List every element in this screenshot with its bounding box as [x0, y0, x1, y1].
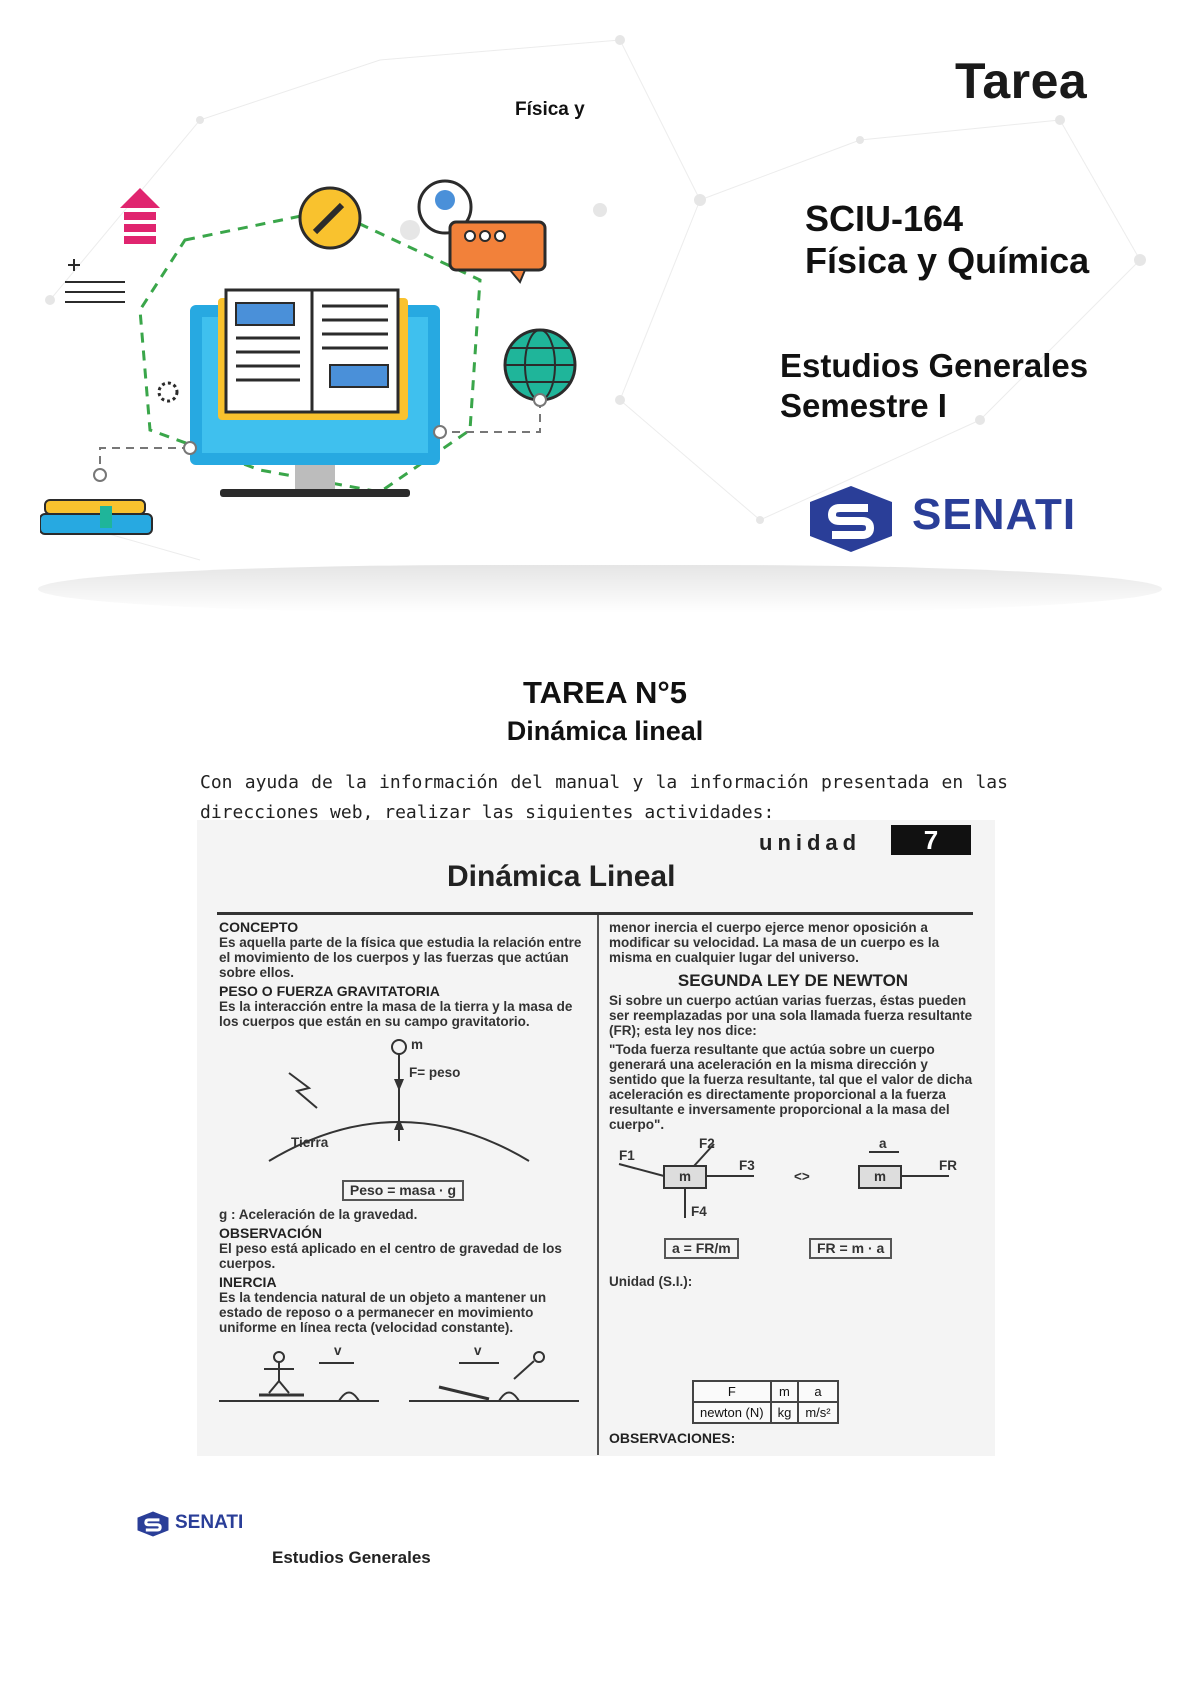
inertia-continued-text: menor inercia el cuerpo ejerce menor opo…: [609, 920, 940, 965]
equivalence-symbol: <>: [794, 1169, 810, 1184]
senati-logo-icon: [810, 486, 892, 552]
gravity-definition: g : Aceleración de la gravedad.: [219, 1207, 418, 1222]
weight-heading: PESO O FUERZA GRAVITATORIA: [219, 983, 440, 999]
gear-icon: [157, 381, 179, 403]
units-value-a: m/s²: [797, 1401, 839, 1424]
header-shadow: [38, 565, 1162, 613]
dashed-hexagon-path: [138, 208, 482, 494]
course-code: SCIU-164: [805, 198, 964, 239]
scan-right-column: menor inercia el cuerpo ejerce menor opo…: [609, 920, 977, 1293]
background-network-pattern: [45, 35, 1146, 561]
task-title: TAREA N°5: [523, 675, 687, 710]
footer-program: Estudios Generales: [272, 1548, 431, 1567]
semester-label: Semestre I: [780, 387, 947, 424]
inertia-text: Es la tendencia natural de un objeto a m…: [219, 1290, 547, 1335]
force-formula: FR = m · a: [809, 1238, 893, 1259]
force-f2-label: F2: [699, 1136, 715, 1151]
si-units-table: F m a newton (N) kg m/s²: [692, 1380, 839, 1424]
inertia-skateboard-diagram: v v: [219, 1339, 587, 1409]
senati-logo-text: SENATI: [912, 490, 1077, 539]
pencil-icon: [298, 186, 362, 250]
resultant-force-label: FR: [939, 1158, 957, 1173]
textbook-scan: unidad 7 Dinámica Lineal CONCEPTO Es aqu…: [197, 820, 995, 1456]
observations-heading: OBSERVACIONES:: [609, 1430, 736, 1446]
program-info: Estudios Generales Semestre I: [780, 346, 1088, 426]
user-chat-icon: [417, 179, 547, 284]
upload-arrow-icon: [120, 188, 160, 244]
units-header-a: a: [797, 1380, 839, 1403]
concept-text: Es aquella parte de la física que estudi…: [219, 935, 582, 980]
course-name: Física y Química: [805, 240, 1090, 281]
scan-column-divider: [597, 915, 599, 1455]
units-value-f: newton (N): [692, 1401, 772, 1424]
force-f3-label: F3: [739, 1158, 755, 1173]
units-value-m: kg: [769, 1401, 800, 1424]
velocity-label-2: v: [474, 1343, 482, 1358]
earth-weight-diagram: m F= peso Tierra: [219, 1033, 587, 1178]
footer-senati-logo-text: SENATI: [175, 1512, 244, 1533]
weight-formula: Peso = masa · g: [341, 1180, 465, 1201]
newton-law-quote: "Toda fuerza resultante que actúa sobre …: [609, 1042, 973, 1132]
newton-law-text: Si sobre un cuerpo actúan varias fuerzas…: [609, 993, 973, 1038]
units-header-m: m: [769, 1380, 800, 1403]
weight-force-label: F= peso: [409, 1065, 461, 1080]
footer-senati-logo-icon: [137, 1511, 169, 1537]
scan-title: Dinámica Lineal: [447, 860, 676, 893]
force-f1-label: F1: [619, 1148, 635, 1163]
document-type-title: Tarea: [955, 53, 1088, 109]
scan-left-column: CONCEPTO Es aquella parte de la física q…: [219, 920, 587, 1409]
force-diagram: F1 F2 F3 F4 m <> m a FR: [609, 1136, 977, 1226]
earth-label: Tierra: [291, 1135, 329, 1150]
mass-block-label-2: m: [874, 1169, 887, 1184]
force-f4-label: F4: [691, 1204, 707, 1219]
scan-title-rule: [217, 912, 973, 915]
mass-block-label-1: m: [679, 1169, 692, 1184]
observation-text: El peso está aplicado en el centro de gr…: [219, 1241, 562, 1271]
unit-number: 7: [891, 825, 971, 855]
mass-label: m: [411, 1037, 424, 1052]
acceleration-label: a: [879, 1136, 887, 1151]
velocity-label-1: v: [334, 1343, 342, 1358]
education-illustration: [40, 179, 577, 535]
inertia-heading: INERCIA: [219, 1274, 277, 1290]
books-icon: [40, 499, 153, 535]
task-instructions: Con ayuda de la información del manual y…: [200, 772, 1008, 823]
si-units-label: Unidad (S.I.):: [609, 1274, 693, 1289]
acceleration-formula: a = FR/m: [664, 1238, 739, 1259]
globe-icon: [503, 328, 577, 402]
weight-text: Es la interacción entre la masa de la ti…: [219, 999, 573, 1029]
observation-heading: OBSERVACIÓN: [219, 1225, 322, 1241]
program-name: Estudios Generales: [780, 347, 1089, 384]
open-book-icon: [218, 288, 408, 420]
newton-formulas: a = FR/m FR = m · a: [609, 1234, 977, 1274]
connector-lines: [99, 400, 541, 475]
unit-label: unidad: [759, 830, 862, 855]
course-info: SCIU-164 Física y Química: [805, 198, 1089, 282]
header-subject-fragment: Física y: [515, 99, 585, 120]
newton-law-heading: SEGUNDA LEY DE NEWTON: [677, 971, 909, 990]
task-subtitle: Dinámica lineal: [506, 716, 704, 746]
list-lines-icon: [65, 259, 125, 303]
concept-heading: CONCEPTO: [219, 919, 299, 935]
units-header-f: F: [692, 1380, 772, 1403]
